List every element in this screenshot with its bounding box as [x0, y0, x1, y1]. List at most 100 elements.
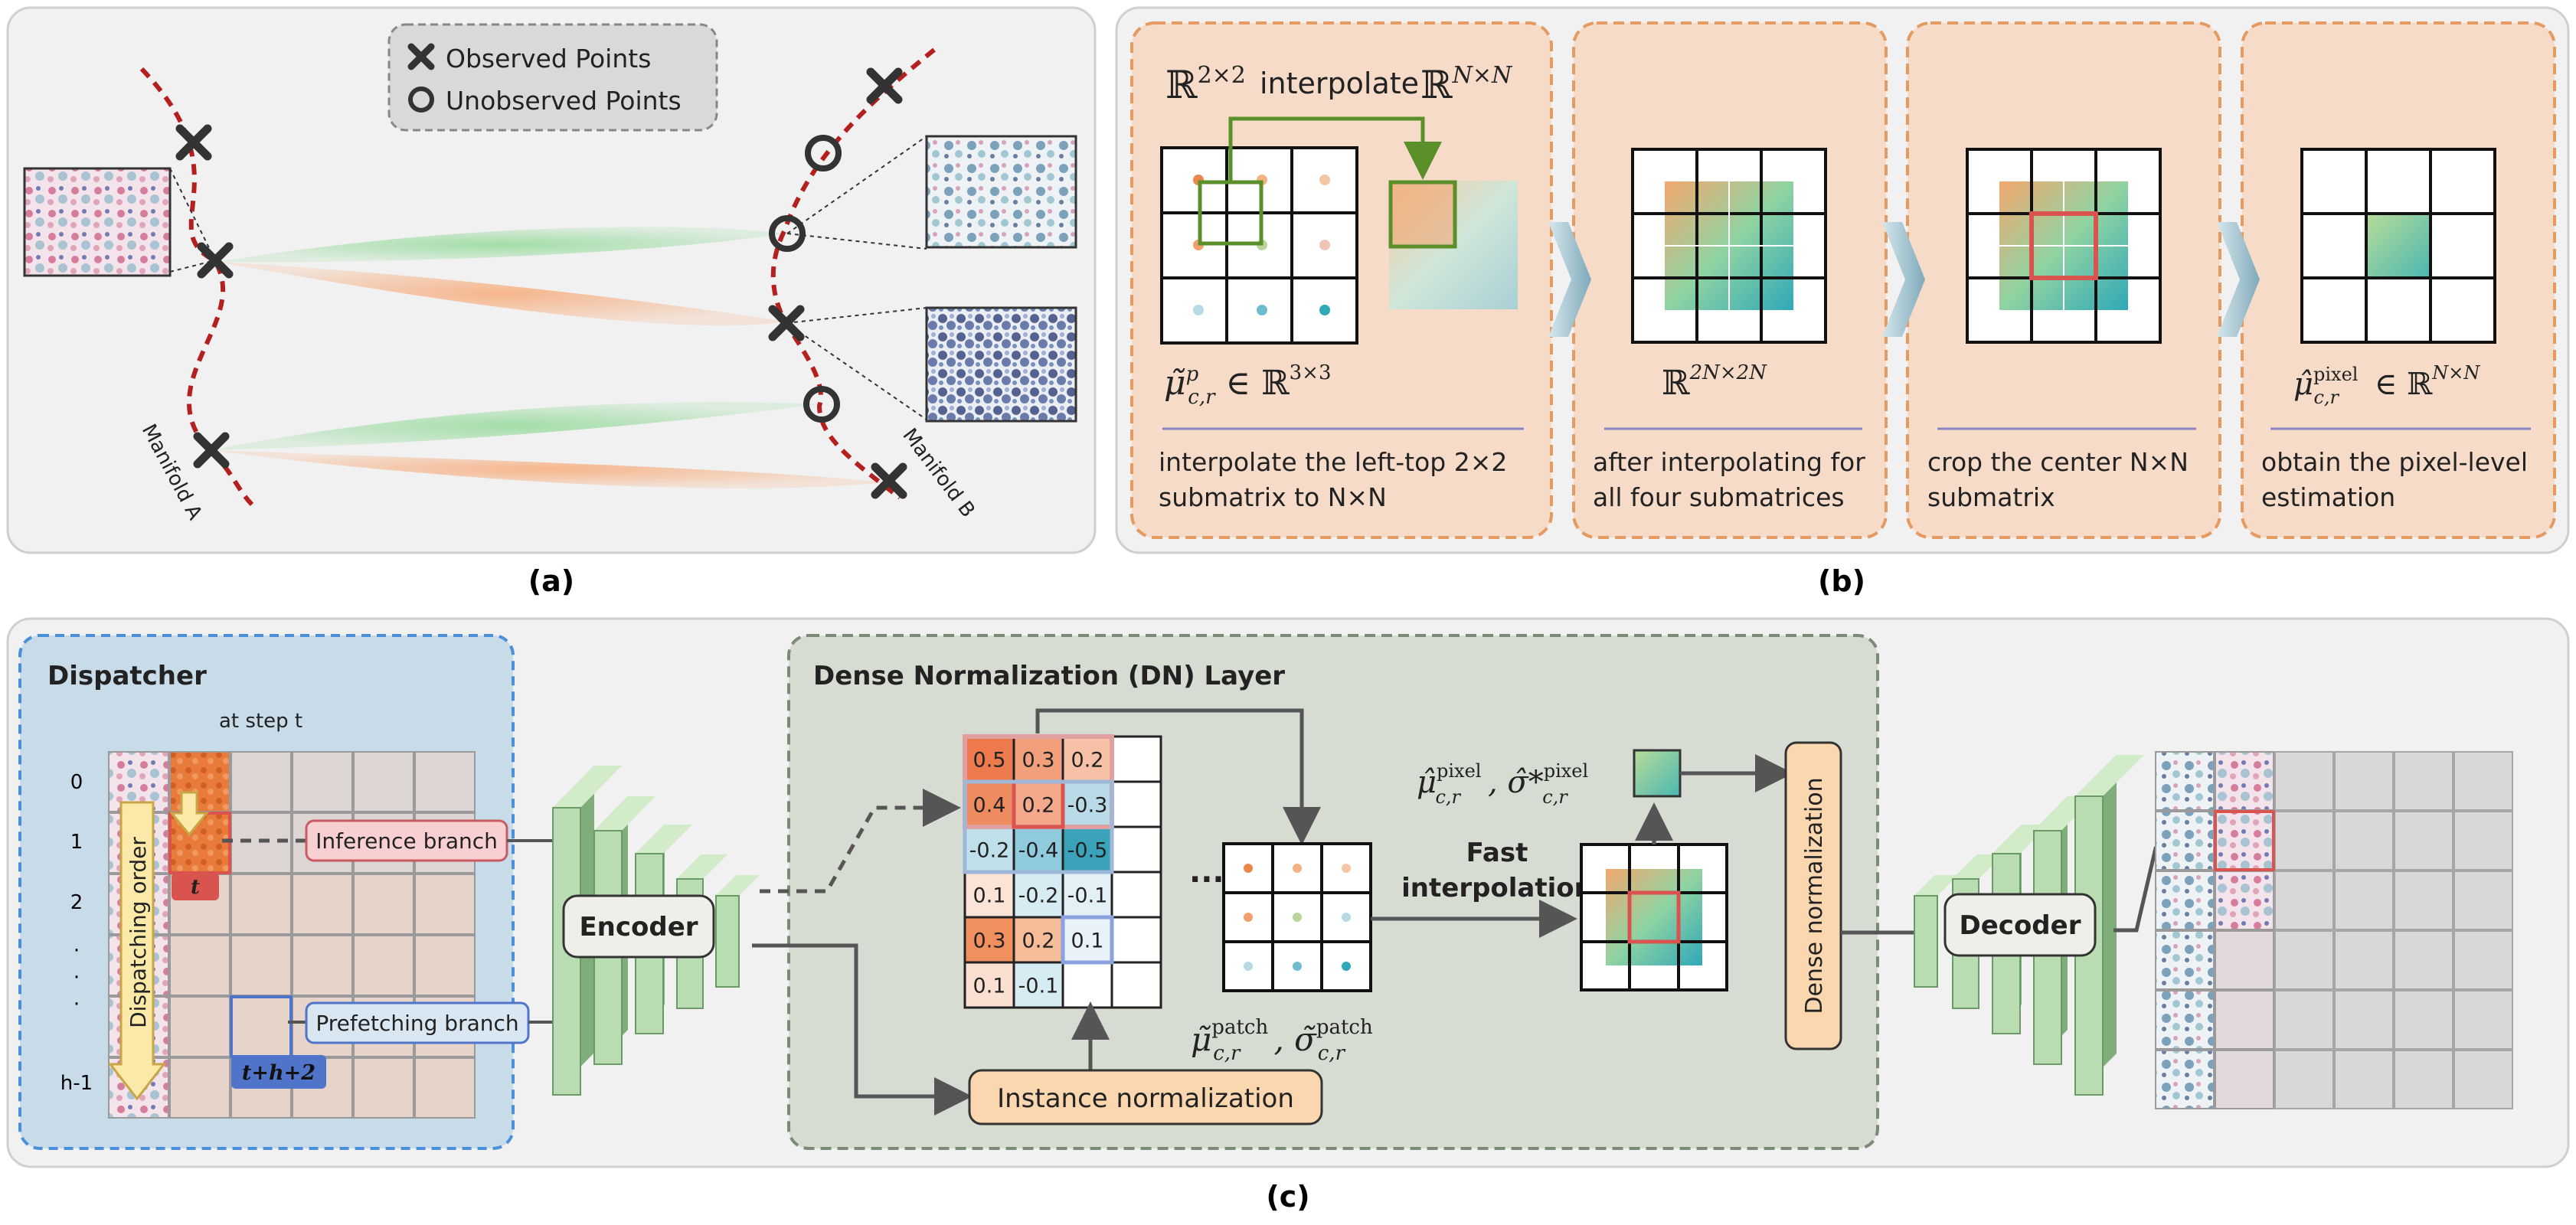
matrix-cell: [1110, 871, 1162, 919]
patch-grid-3x3: [1222, 842, 1372, 992]
output-tile: [2394, 1050, 2453, 1109]
output-tile: [2334, 1050, 2394, 1109]
window-highlight: [963, 779, 1114, 874]
crop-center-box: [2029, 211, 2098, 280]
dispatcher-tile: [353, 751, 414, 812]
window-highlight: [1061, 915, 1114, 965]
matrix-cell-value: 0.3: [973, 929, 1006, 953]
matrix-cell: [963, 916, 1015, 964]
math-r-nxn: ℝN×N: [1420, 62, 1513, 107]
output-tile: [2155, 990, 2215, 1050]
encoder-to-matrix-arrow: [760, 789, 961, 893]
dispatcher-tile: [169, 1057, 230, 1119]
panel-a-caption: (a): [528, 564, 574, 598]
row-label: ·: [74, 993, 80, 1016]
output-tile: [2215, 871, 2274, 930]
instance-norm-label: Instance normalization: [997, 1083, 1294, 1114]
t-h-2-tag-label: t+h+2: [242, 1061, 315, 1085]
dispatcher-title: Dispatcher: [47, 661, 207, 691]
output-tile: [2155, 1050, 2215, 1109]
dispatcher-tile: [353, 1057, 414, 1119]
dispatcher-tile: [414, 751, 476, 812]
t-tag: [172, 873, 219, 900]
matrix-cell-value: -0.5: [1067, 839, 1108, 863]
dispatcher-tile: [292, 935, 353, 996]
unobserved-point: [805, 135, 842, 172]
tissue-image-left: [23, 167, 172, 277]
output-tile: [2215, 930, 2274, 990]
highlight-corner-square: [1388, 180, 1457, 249]
matrix-cell-value: -0.1: [1018, 975, 1059, 998]
dispatcher-tile: [353, 935, 414, 996]
dense-norm-label: Dense normalization: [1801, 777, 1828, 1014]
legend-observed-label: Observed Points: [446, 44, 651, 74]
legend-unobserved-label: Unobserved Points: [446, 86, 682, 116]
matrix-cell-value: 0.3: [1022, 749, 1055, 773]
matrix-cell: [963, 961, 1015, 1009]
output-tile: [2334, 930, 2394, 990]
output-tile: [2453, 751, 2513, 811]
output-tile: [2274, 990, 2334, 1050]
matrix-cell-value: -0.3: [1067, 794, 1108, 818]
chevron-arrow-icon: [2217, 222, 2260, 337]
dispatcher-tile: [414, 935, 476, 996]
observed-point: [866, 67, 903, 104]
legend-x-icon: [407, 43, 435, 70]
dispatcher-tile: [169, 751, 230, 812]
output-tile: [2274, 1050, 2334, 1109]
unobserved-point: [803, 386, 840, 423]
grid-3x3-step4: [2300, 148, 2496, 344]
panel-a: Observed Points Unobserved Points Manifo…: [6, 6, 1097, 554]
row-label: 1: [70, 831, 83, 854]
output-tile: [2453, 930, 2513, 990]
output-tile: [2453, 811, 2513, 871]
tissue-image-right-bottom: [925, 306, 1077, 423]
output-tile: [2155, 871, 2215, 930]
instance-norm-box: [968, 1069, 1323, 1125]
output-tile: [2394, 871, 2453, 930]
matrix-cell-value: -0.4: [1018, 839, 1059, 863]
output-tile: [2215, 1050, 2274, 1109]
dispatcher-tile: [230, 812, 292, 874]
grid-3x3-step1: [1160, 146, 1358, 345]
output-tile: [2334, 811, 2394, 871]
math-r-2x2: ℝ2×2: [1165, 62, 1246, 107]
chevron-arrow-icon: [1548, 222, 1591, 337]
orange-flow-bottom: [211, 450, 888, 488]
observed-point: [175, 124, 212, 161]
decoder-blocks: [1914, 755, 2144, 1096]
grid-4x4-step2: [1631, 148, 1827, 344]
output-tile: [2274, 811, 2334, 871]
interpolate-word: interpolate: [1260, 67, 1419, 100]
dispatcher-tile: [353, 874, 414, 935]
dispatcher-tile: [230, 751, 292, 812]
step-label: at step t: [219, 710, 302, 733]
tissue-image-right-top: [925, 135, 1077, 249]
output-tile: [2155, 930, 2215, 990]
dispatcher-tile: [230, 935, 292, 996]
matrix-to-patchgrid-arrow: [1035, 708, 1321, 845]
dispatcher-tile: [292, 874, 353, 935]
output-tile: [2215, 811, 2274, 871]
output-tile: [2394, 990, 2453, 1050]
matrix-cell-value: 0.2: [1071, 749, 1104, 773]
output-tile: [2453, 1050, 2513, 1109]
dispatcher-tile: [230, 874, 292, 935]
output-tile: [2394, 751, 2453, 811]
matrix-cell: [1110, 961, 1162, 1009]
dispatcher-grid: [108, 751, 476, 1119]
matrix-cell-value: -0.2: [1018, 884, 1059, 908]
row-label: ·: [74, 939, 80, 962]
panel-b-caption: (b): [1818, 564, 1865, 598]
output-tile: [2215, 751, 2274, 811]
dispatcher-tile: [414, 1057, 476, 1119]
encoder-label-box: [562, 894, 715, 959]
dispatching-order-label: Dispatching order: [126, 837, 151, 1028]
row-label: 2: [70, 891, 83, 914]
dispatcher-tile: [169, 996, 230, 1057]
